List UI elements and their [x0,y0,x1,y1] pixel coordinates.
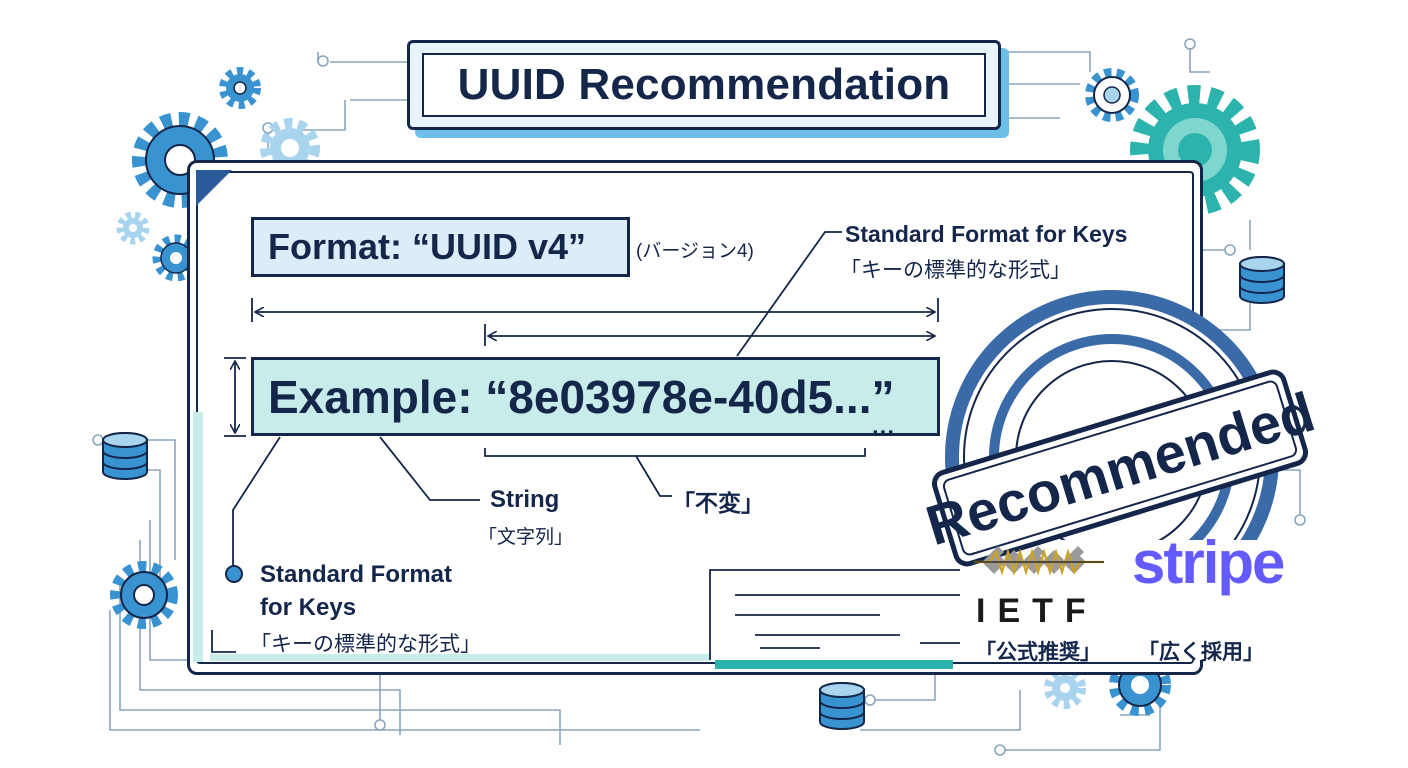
gear-icon [260,118,320,178]
annotation-bottom-en-line2: for Keys [260,594,357,621]
title-banner: UUID Recommendation [407,40,1001,130]
annotation-standard-format-ja: 「キーの標準的な形式」 [840,259,1071,282]
example-trail: ... [872,413,896,440]
annotation-string-ja: 「文字列」 [478,527,574,548]
gear-icon [116,211,150,245]
stripe-caption: 「広く採用」 [1138,641,1264,664]
ietf-caption: 「公式推奨」 [975,641,1101,664]
page-title: UUID Recommendation [457,60,951,109]
example-box: Example: “8e03978e-40d5...” [251,357,940,436]
format-label: Format: “UUID v4” [268,226,587,267]
annotation-bottom-ja: 「キーの標準的な形式」 [250,633,481,656]
annotation-string-en: String [490,486,560,513]
annotation-immutable-ja: 「不変」 [672,490,764,516]
ietf-mark-icon [974,546,1104,576]
format-box: Format: “UUID v4” [251,217,630,277]
example-label: Example: “8e03978e-40d5...” [268,370,895,423]
annotation-bottom-en-line1: Standard Format [260,561,453,588]
gear-icon [110,561,178,629]
ietf-logo: IETF [976,592,1098,630]
annotation-standard-format-en: Standard Format for Keys [845,221,1128,247]
format-note: (バージョン4) [636,241,754,262]
gear-icon [1085,68,1139,122]
gear-icon [219,67,261,109]
stripe-logo: stripe [1132,529,1285,596]
callout-dot [225,565,243,583]
